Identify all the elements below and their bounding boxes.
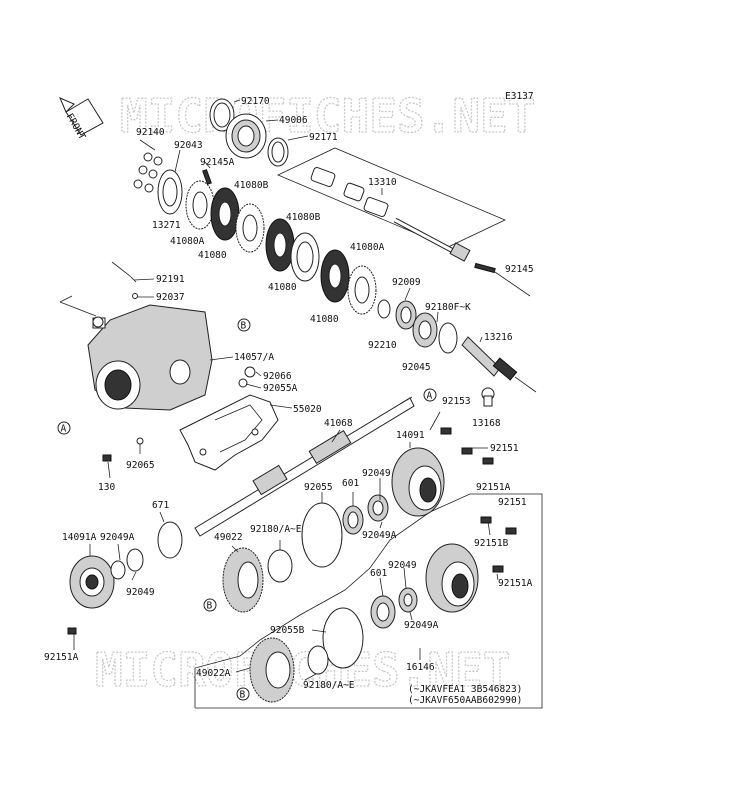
label-14091: 14091 [396,430,425,441]
label-92049a-2: 92049A [100,532,135,543]
label-601-1: 601 [342,478,359,489]
label-92153: 92153 [442,396,471,407]
label-41080b-2: 41080B [286,212,321,223]
label-41080-3: 41080 [310,314,339,325]
svg-text:A: A [61,424,67,435]
label-14057: 14057/A [234,352,274,363]
note-serial-2: (~JKAVF650AAB602990) [408,695,522,706]
ref-circle-a2: A [423,388,437,402]
svg-text:A: A [427,391,433,402]
front-arrow-icon: FRONT [59,97,104,142]
label-13271: 13271 [152,220,181,231]
svg-text:B: B [241,321,247,332]
label-130: 130 [98,482,115,493]
label-92151a-3: 92151A [44,652,79,663]
label-41068: 41068 [324,418,353,429]
label-14091a: 14091A [62,532,97,543]
label-92055b: 92055B [270,625,305,636]
drive-shaft-41068 [194,396,415,537]
label-92151-2: 92151 [498,497,527,508]
boot-49006 [225,113,267,159]
label-92055a: 92055A [263,383,298,394]
label-92151-1: 92151 [490,443,519,454]
ring-gear-49022a [249,637,295,703]
label-41080-1: 41080 [198,250,227,261]
svg-text:B: B [207,601,213,612]
ref-circle-a1: A [57,421,71,435]
label-92066: 92066 [263,371,292,382]
label-92049-1: 92049 [362,468,391,479]
label-13168: 13168 [472,418,501,429]
label-92049a-3: 92049A [404,620,439,631]
ref-circle-b2: B [203,598,217,612]
label-41080b-1: 41080B [234,180,269,191]
bracket-55020 [179,394,279,471]
label-671: 671 [152,500,169,511]
watermark-top: MICROFICHES.NET [120,89,535,143]
label-92180fk: 92180F~K [425,302,471,313]
label-92171: 92171 [309,132,338,143]
pinion-shaft-13216 [461,336,537,393]
propeller-shaft-13310 [310,167,471,262]
differential-case-14057 [87,304,213,411]
ref-circle-b3: B [236,687,250,701]
label-92037: 92037 [156,292,185,303]
ring-gear-49022 [222,547,264,613]
label-41080a-1: 41080A [170,236,205,247]
label-55020: 55020 [293,404,322,415]
label-92045: 92045 [402,362,431,373]
label-92180ae-2: 92180/A~E [303,680,355,691]
label-92210: 92210 [368,340,397,351]
label-92043: 92043 [174,140,203,151]
label-92049-2: 92049 [388,560,417,571]
label-92145: 92145 [505,264,534,275]
label-49022: 49022 [214,532,243,543]
housing-14091a [69,555,115,609]
label-92170: 92170 [241,96,270,107]
yoke-13168 [481,387,495,407]
ref-circle-b1: B [237,318,251,332]
steel-balls-92140 [133,152,163,193]
label-92151a-2: 92151A [498,578,533,589]
diagram-code: E3137 [505,91,534,102]
label-92140: 92140 [136,127,165,138]
label-92151a-1: 92151A [476,482,511,493]
label-92049-3: 92049 [126,587,155,598]
label-92145a: 92145A [200,157,235,168]
housing-14091 [391,447,445,517]
boot-band-92171 [267,137,289,167]
leader-lines [73,99,499,681]
label-13216: 13216 [484,332,513,343]
label-92065: 92065 [126,460,155,471]
label-92009: 92009 [392,277,421,288]
label-601-2: 601 [370,568,387,579]
part-labels: 92170 49006 92171 92140 92043 92145A 410… [44,96,534,706]
label-16146: 16146 [406,662,435,673]
note-serial-1: (~JKAVFEA1 3B546823) [408,684,522,695]
label-92049a-1: 92049A [362,530,397,541]
label-49006: 49006 [279,115,308,126]
svg-text:B: B [240,690,246,701]
label-92055: 92055 [304,482,333,493]
watermark-bottom: MICROFICHES.NET [95,643,510,697]
label-41080-2: 41080 [268,282,297,293]
label-92180ae-1: 92180/A~E [250,524,302,535]
label-92191: 92191 [156,274,185,285]
label-41080a-2: 41080A [350,242,385,253]
housing-16146 [425,543,479,613]
boot-band-92170 [209,98,235,132]
label-49022a: 49022A [196,668,231,679]
label-92151b: 92151B [474,538,509,549]
label-13310: 13310 [368,177,397,188]
